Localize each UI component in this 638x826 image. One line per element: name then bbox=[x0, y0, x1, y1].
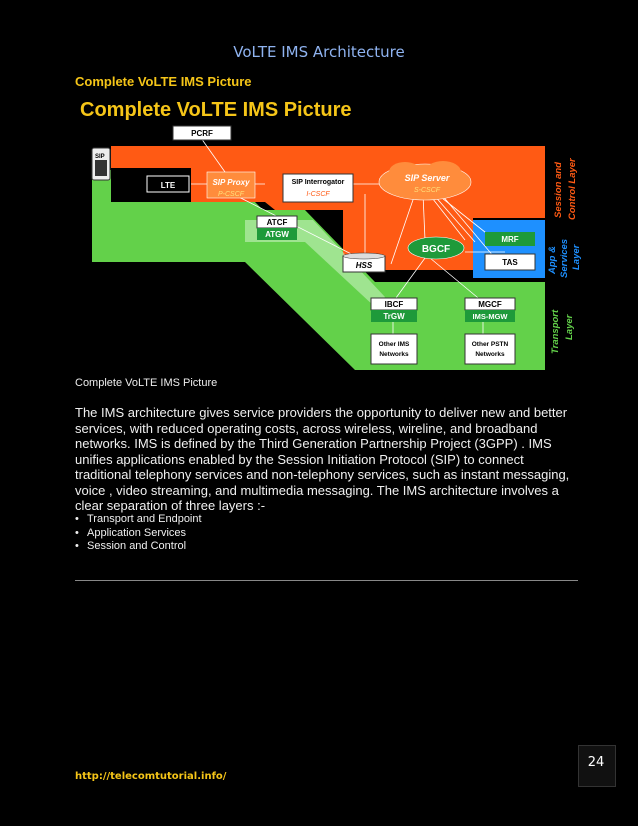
page-number-box bbox=[578, 745, 616, 787]
diagram-title: Complete VoLTE IMS Picture bbox=[80, 99, 352, 121]
sip-phone-label: SIP bbox=[95, 154, 105, 160]
layer-app-label-2: Services bbox=[559, 239, 570, 278]
pcrf-label: PCRF bbox=[191, 129, 213, 138]
transport-layer-area bbox=[92, 170, 545, 370]
other-pstn-label-1: Other PSTN bbox=[472, 341, 509, 348]
ibcf-label: IBCF bbox=[385, 300, 404, 309]
horizontal-rule bbox=[75, 580, 578, 581]
atcf-label: ATCF bbox=[267, 218, 288, 227]
bgcf-label: BGCF bbox=[422, 244, 450, 255]
tas-label: TAS bbox=[502, 258, 518, 267]
ims-mgw-label: IMS-MGW bbox=[473, 312, 509, 321]
sip-server-label: SIP Server bbox=[405, 173, 450, 183]
layer-transport-label-1: Transport bbox=[550, 309, 561, 354]
layer-session-label-2: Control Layer bbox=[567, 157, 578, 220]
document-header: VoLTE IMS Architecture bbox=[233, 43, 405, 61]
mgcf-label: MGCF bbox=[478, 300, 502, 309]
list-item: Session and Control bbox=[75, 540, 202, 554]
p-cscf-label: P-CSCF bbox=[218, 191, 245, 198]
sip-proxy-label: SIP Proxy bbox=[212, 178, 250, 187]
signalling-band bbox=[245, 220, 385, 307]
s-cscf-label: S-CSCF bbox=[414, 187, 441, 194]
list-item: Application Services bbox=[75, 527, 202, 541]
body-paragraph: The IMS architecture gives service provi… bbox=[75, 405, 570, 513]
mrf-label: MRF bbox=[501, 235, 518, 244]
other-pstn-label-2: Networks bbox=[475, 351, 505, 358]
figure-caption: Complete VoLTE IMS Picture bbox=[75, 377, 218, 389]
layer-transport-label-2: Layer bbox=[564, 313, 575, 340]
section-heading: Complete VoLTE IMS Picture bbox=[75, 74, 252, 89]
layer-app-label-1: App & bbox=[547, 246, 558, 275]
layers-list: Transport and Endpoint Application Servi… bbox=[75, 513, 202, 554]
other-ims-label-1: Other IMS bbox=[379, 341, 410, 348]
list-item: Transport and Endpoint bbox=[75, 513, 202, 527]
footer-url[interactable]: http://telecomtutorial.info/ bbox=[75, 771, 227, 782]
i-cscf-label: I-CSCF bbox=[306, 191, 330, 198]
sip-interrogator-label: SIP Interrogator bbox=[292, 179, 345, 186]
sip-phone-icon bbox=[91, 147, 111, 181]
lte-label: LTE bbox=[161, 181, 176, 190]
layer-session-label-1: Session and bbox=[553, 162, 564, 218]
volte-ims-diagram: Complete VoLTE IMS Picture SIP PCRF LT bbox=[75, 92, 588, 374]
other-ims-label-2: Networks bbox=[379, 351, 409, 358]
page-number: 24 bbox=[587, 755, 605, 770]
layer-app-label-3: Layer bbox=[571, 243, 582, 270]
hss-label: HSS bbox=[356, 261, 373, 270]
atgw-label: ATGW bbox=[265, 230, 289, 239]
trgw-label: TrGW bbox=[383, 312, 405, 321]
sip-server-cloud bbox=[378, 161, 472, 201]
